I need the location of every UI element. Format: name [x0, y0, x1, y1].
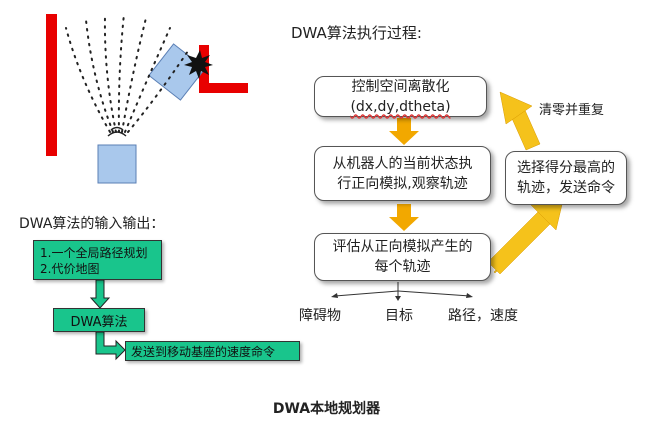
- io-input-box: 1.一个全局路径规划 2.代价地图: [33, 240, 162, 280]
- step-select-best-trajectory: 选择得分最高的 轨迹，发送命令: [505, 151, 627, 205]
- arrow-diagonal-up-shaft: [487, 211, 551, 275]
- arrow-down-1: [389, 118, 419, 145]
- criteria-lines: [334, 282, 471, 297]
- io-output-box: 发送到移动基座的速度命令: [125, 341, 300, 361]
- io-dwa-box: DWA算法: [53, 308, 145, 332]
- trajectory-illustration: [46, 13, 248, 184]
- step4-line2: 轨迹，发送命令: [517, 180, 615, 196]
- step3-line1: 评估从正向模拟产生的: [332, 239, 473, 255]
- collision-icon: [184, 50, 213, 79]
- io-connectors: [89, 279, 126, 361]
- step4-line1: 选择得分最高的: [517, 160, 615, 176]
- step-forward-simulation: 从机器人的当前状态执 行正向模拟,观察轨迹: [314, 146, 491, 201]
- criterion-path-speed: 路径，速度: [448, 308, 518, 324]
- criterion-goal: 目标: [385, 308, 413, 324]
- arrow-down-2: [389, 204, 419, 231]
- obstacle-l-shape: [199, 45, 248, 93]
- step2-line2: 行正向模拟,观察轨迹: [337, 175, 468, 192]
- output-velocity-command: 发送到移动基座的速度命令: [131, 344, 276, 359]
- step2-line1: 从机器人的当前状态执: [332, 155, 473, 172]
- loop-label: 清零并重复: [539, 103, 605, 118]
- obstacle-wall-left: [46, 14, 57, 156]
- dwa-algorithm-label: DWA算法: [70, 314, 128, 330]
- process-title: DWA算法执行过程:: [291, 24, 422, 42]
- step1-line1: 控制空间离散化: [351, 78, 450, 95]
- step-evaluate-trajectories: 评估从正向模拟产生的 每个轨迹: [314, 233, 491, 281]
- step-discretize-control-space: 控制空间离散化 (dx,dy,dtheta): [314, 76, 487, 117]
- input-global-path: 1.一个全局路径规划: [40, 246, 148, 260]
- trajectory-dots: [65, 13, 191, 133]
- input-costmap: 2.代价地图: [40, 262, 100, 276]
- robot-icon: [97, 144, 137, 184]
- criterion-obstacle: 障碍物: [299, 308, 341, 324]
- step1-line2: (dx,dy,dtheta): [350, 98, 451, 115]
- step3-line2: 每个轨迹: [374, 259, 431, 275]
- footer-caption: DWA本地规划器: [272, 401, 381, 417]
- arrow-loop-back-head: [499, 91, 533, 125]
- io-title: DWA算法的输入输出：: [19, 216, 165, 232]
